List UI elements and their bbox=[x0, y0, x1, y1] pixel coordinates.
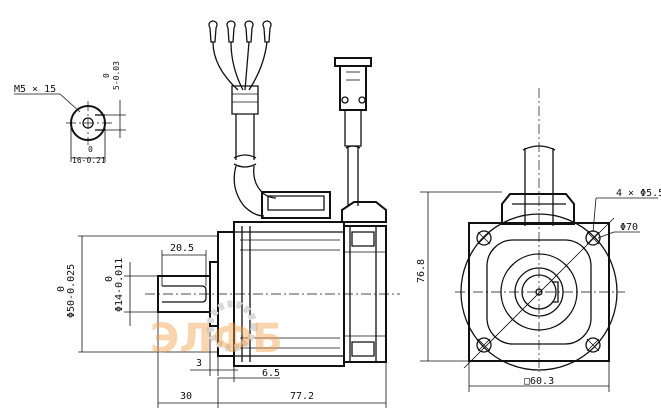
power-connector-housing bbox=[261, 191, 331, 219]
keyway-dim-top: 0 bbox=[102, 73, 111, 78]
thread-label: M5 × 15 bbox=[14, 84, 56, 95]
power-cable bbox=[208, 20, 277, 217]
cable-body bbox=[235, 114, 255, 160]
flat-dim-top: 0 bbox=[88, 145, 93, 154]
height-dim: 76.8 bbox=[416, 259, 427, 283]
shaft-length-dim: 20.5 bbox=[170, 243, 194, 254]
motor-front-view bbox=[455, 88, 625, 372]
encoder-sleeve bbox=[344, 109, 362, 147]
shaft bbox=[157, 275, 211, 313]
front-connector-housing bbox=[501, 193, 575, 225]
front-view-dimensions: 4 × Φ5.5 Φ70 76.8 □60.3 bbox=[416, 188, 661, 392]
watermark: ЭЛФБ bbox=[150, 300, 283, 362]
side-view-dimensions: 20.5 0 Φ14-0.011 0 Φ50-0.025 3 6.5 30 77… bbox=[56, 235, 387, 408]
cable-break-top bbox=[233, 154, 257, 159]
ring-terminal bbox=[208, 20, 272, 43]
encoder-connector-housing bbox=[341, 201, 387, 223]
motor-body bbox=[233, 221, 345, 367]
watermark-text: ЭЛФБ bbox=[150, 316, 283, 362]
cable-break-bottom bbox=[233, 163, 257, 168]
hole-callout: 4 × Φ5.5 bbox=[616, 188, 661, 199]
encoder-cable bbox=[334, 57, 372, 206]
shaft-dia-value: Φ14-0.011 bbox=[114, 258, 125, 312]
pilot-dia-top: 0 bbox=[56, 286, 67, 292]
gear-icon bbox=[206, 300, 258, 352]
bolt-circle-dim: Φ70 bbox=[620, 222, 638, 233]
connector-top bbox=[334, 57, 372, 67]
thread-leader-diag bbox=[59, 93, 81, 113]
pilot-dia-value: Φ50-0.025 bbox=[66, 264, 77, 318]
square-dim: □60.3 bbox=[524, 376, 554, 387]
shaft-end-detail: M5 × 15 0 5-0.03 0 16-0.21 bbox=[14, 61, 126, 165]
flat-dim-value: 16-0.21 bbox=[72, 156, 106, 165]
body-length-dim: 77.2 bbox=[290, 391, 314, 402]
shaft-total-dim: 30 bbox=[180, 391, 192, 402]
step-dim: 3 bbox=[196, 358, 202, 369]
cable-sleeve bbox=[231, 85, 259, 115]
motor-side-view bbox=[145, 191, 400, 367]
shaft-dia-top: 0 bbox=[104, 276, 115, 282]
connector-body bbox=[339, 65, 367, 111]
keyway-dim-value: 5-0.03 bbox=[112, 61, 121, 90]
flange-dim: 6.5 bbox=[262, 368, 280, 379]
front-cable bbox=[524, 148, 554, 226]
bolt-holes bbox=[476, 230, 601, 353]
